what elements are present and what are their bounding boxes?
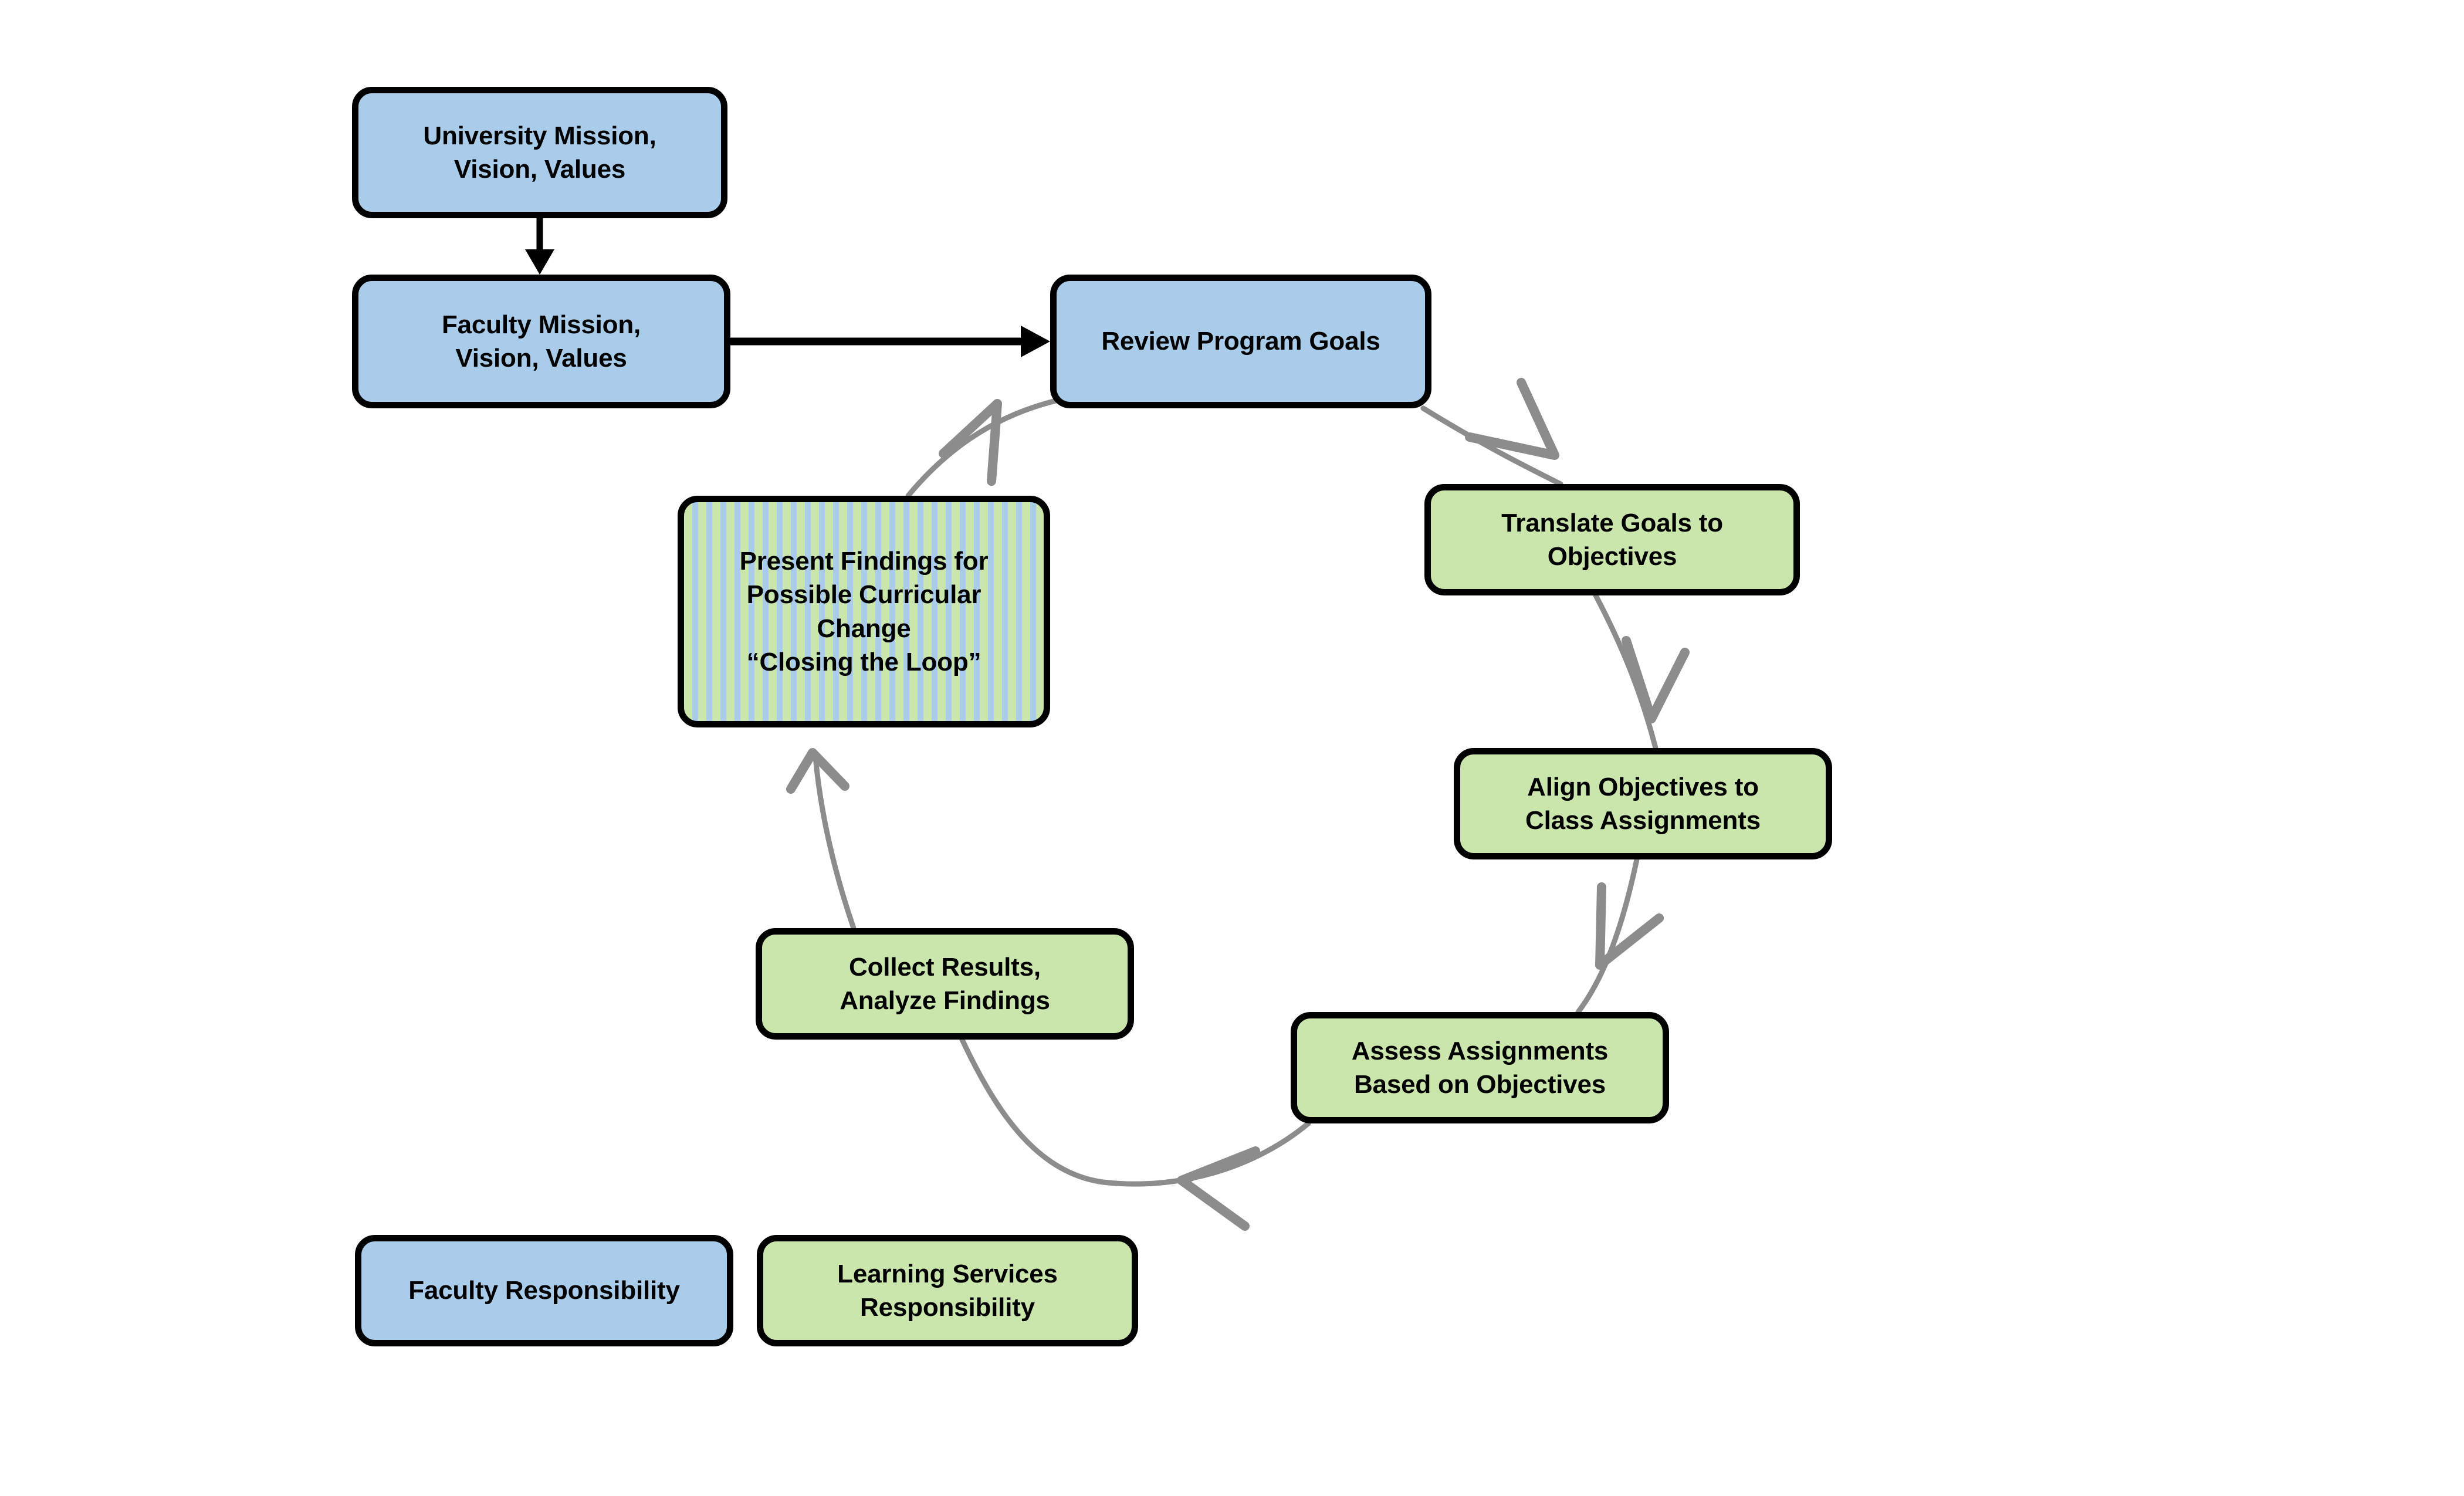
legend-label: Faculty Responsibility	[408, 1276, 680, 1305]
edge-faculty-to-review-goals	[730, 326, 1050, 357]
node-label: Faculty Mission, Vision, Values	[441, 310, 641, 373]
edge-collect-to-present	[786, 748, 857, 931]
node-review-program-goals[interactable]: Review Program Goals	[1050, 275, 1431, 408]
node-university-mission[interactable]: University Mission, Vision, Values	[352, 87, 727, 218]
node-label: Align Objectives to Class Assignments	[1525, 772, 1761, 835]
node-label: University Mission, Vision, Values	[423, 121, 656, 184]
node-translate-goals-to-objectives[interactable]: Translate Goals to Objectives	[1424, 484, 1800, 595]
edge-align-to-assess	[1575, 857, 1664, 1015]
node-label: Collect Results, Analyze Findings	[840, 952, 1050, 1015]
node-label: Translate Goals to Objectives	[1501, 508, 1723, 571]
edge-review-goals-to-translate	[1420, 378, 1563, 487]
edge-present-to-review-goals	[905, 398, 1059, 499]
legend-faculty-responsibility[interactable]: Faculty Responsibility	[355, 1235, 733, 1346]
edge-assess-to-collect	[959, 1037, 1311, 1231]
node-label: Present Findings for Possible Curricular…	[739, 547, 989, 676]
legend-label: Learning Services Responsibility	[837, 1259, 1058, 1322]
node-label: Assess Assignments Based on Objectives	[1351, 1036, 1609, 1099]
node-collect-results-analyze-findings[interactable]: Collect Results, Analyze Findings	[756, 928, 1134, 1040]
edge-translate-to-align	[1593, 593, 1690, 751]
node-assess-assignments-based-on-objectives[interactable]: Assess Assignments Based on Objectives	[1291, 1012, 1669, 1123]
node-label: Review Program Goals	[1101, 327, 1380, 356]
edge-university-to-faculty	[525, 218, 554, 275]
legend-learning-services-responsibility[interactable]: Learning Services Responsibility	[757, 1235, 1138, 1346]
node-faculty-mission[interactable]: Faculty Mission, Vision, Values	[352, 275, 730, 408]
node-present-findings-closing-the-loop[interactable]: Present Findings for Possible Curricular…	[678, 496, 1050, 727]
node-align-objectives-to-class-assignments[interactable]: Align Objectives to Class Assignments	[1454, 748, 1832, 859]
